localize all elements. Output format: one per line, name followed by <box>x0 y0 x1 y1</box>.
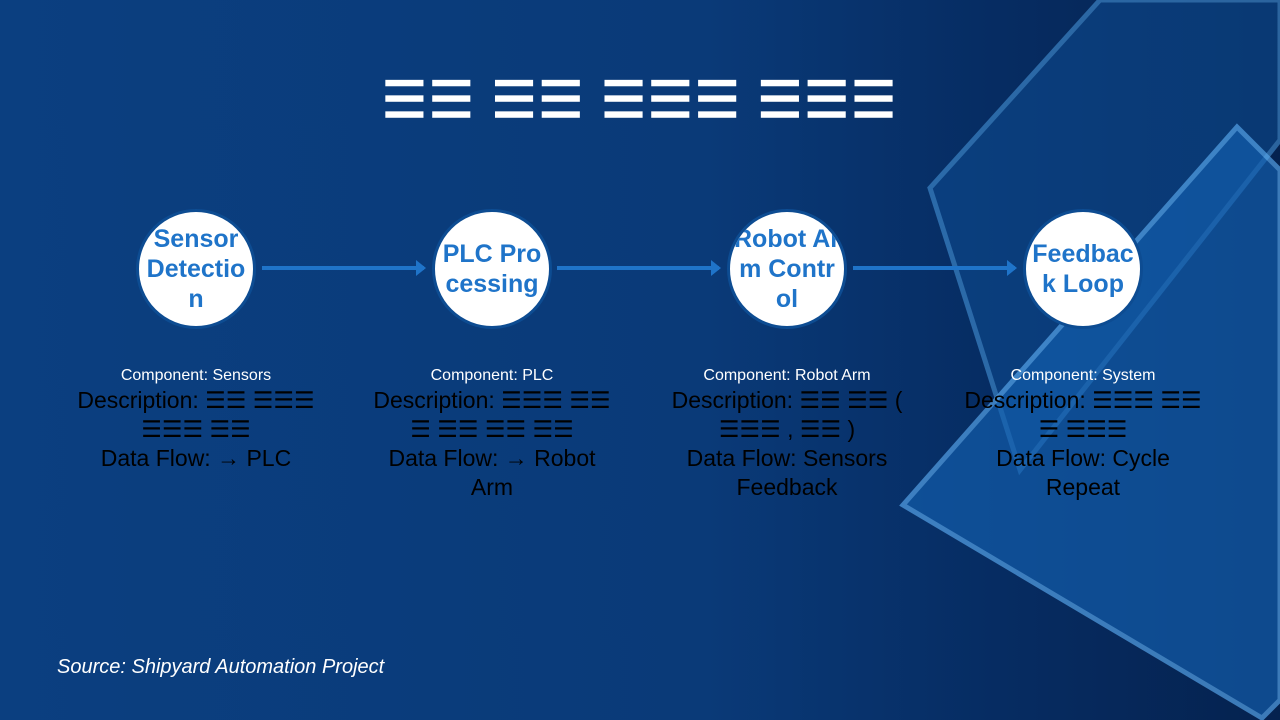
decor-diamond-front <box>899 123 1280 720</box>
component-label: Component: PLC <box>430 367 554 384</box>
data-flow-text: Data Flow: Sensors Feedback <box>686 445 888 500</box>
step-details-4: Component: System Description: ☰☰☰ ☰☰ ☰ … <box>958 366 1208 502</box>
description-text: Description: ☰☰☰ ☰☰ ☰ ☰☰ ☰☰ ☰☰ <box>373 387 611 442</box>
node-label: Feedback Loop <box>1032 240 1134 298</box>
node-sensor-detection: Sensor Detection <box>136 209 256 329</box>
flow-arrow-2 <box>557 260 721 276</box>
component-label: Component: Robot Arm <box>703 367 871 384</box>
slide-title: ☰☰ ☰☰ ☰☰☰ ☰☰☰ <box>382 72 898 128</box>
flow-arrow-3 <box>853 260 1017 276</box>
data-flow-text: Data Flow: Cycle Repeat <box>996 445 1170 500</box>
step-details-1: Component: Sensors Description: ☰☰ ☰☰☰ ☰… <box>71 366 321 473</box>
node-feedback-loop: Feedback Loop <box>1023 209 1143 329</box>
step-details-2: Component: PLC Description: ☰☰☰ ☰☰ ☰ ☰☰ … <box>367 366 617 502</box>
description-text: Description: ☰☰ ☰☰ ( ☰☰☰ , ☰☰ ) <box>671 387 903 442</box>
node-label: Sensor Detection <box>146 225 246 313</box>
description-text: Description: ☰☰☰ ☰☰ ☰ ☰☰☰ <box>964 387 1202 442</box>
data-flow-text: Data Flow: → PLC <box>100 445 292 471</box>
node-label: Robot Arm Control <box>734 225 840 313</box>
flow-arrow-1 <box>262 260 426 276</box>
source-note: Source: Shipyard Automation Project <box>57 656 385 678</box>
node-label: PLC Processing <box>442 240 542 298</box>
component-label: Component: Sensors <box>120 367 272 384</box>
step-details-3: Component: Robot Arm Description: ☰☰ ☰☰ … <box>662 366 912 502</box>
component-label: Component: System <box>1010 367 1156 384</box>
node-plc-processing: PLC Processing <box>432 209 552 329</box>
node-robot-arm-control: Robot Arm Control <box>727 209 847 329</box>
data-flow-text: Data Flow: → Robot Arm <box>388 445 596 500</box>
description-text: Description: ☰☰ ☰☰☰ ☰☰☰ ☰☰ <box>77 387 315 442</box>
